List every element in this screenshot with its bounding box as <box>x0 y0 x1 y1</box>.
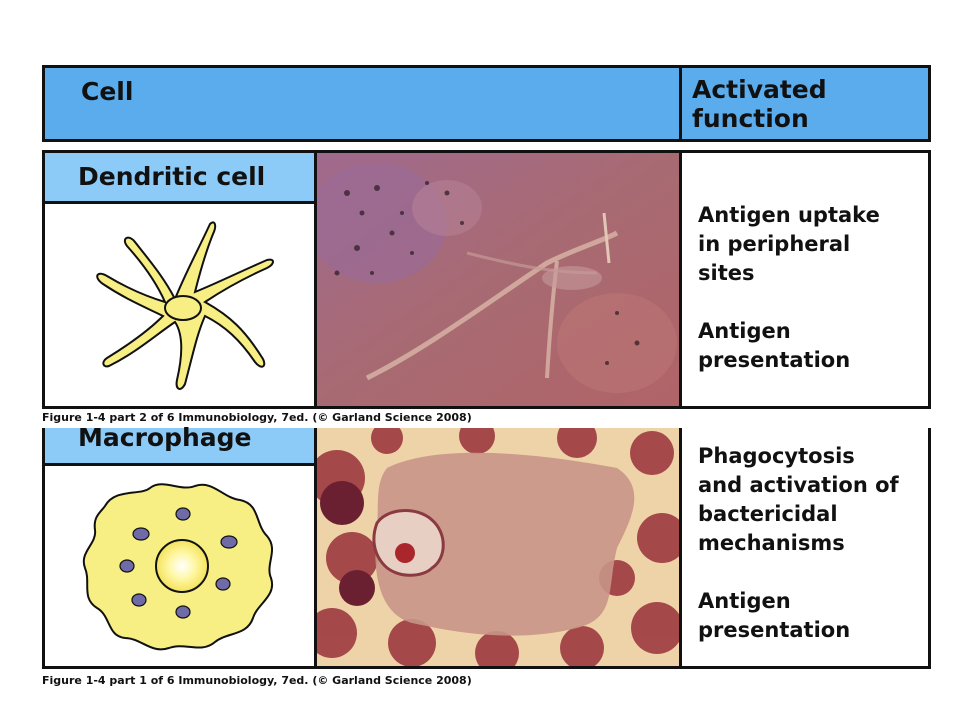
dendritic-cell-header: Dendritic cell <box>42 150 317 204</box>
macrophage-header: Macrophage <box>42 423 317 466</box>
cell-column-title: Cell <box>81 77 134 106</box>
macrophage-illustration <box>82 483 274 651</box>
macrophage-label: Macrophage <box>78 423 252 452</box>
function-column-title: Activated function <box>692 75 827 133</box>
dendritic-cell-illustration <box>96 221 274 390</box>
table-header-function: Activated function <box>679 65 931 142</box>
macrophage-function-panel: Phagocytosis and activation of bacterici… <box>679 428 931 669</box>
figure-caption-part-2: Figure 1-4 part 2 of 6 Immunobiology, 7e… <box>42 411 472 424</box>
figure-caption-part-1: Figure 1-4 part 1 of 6 Immunobiology, 7e… <box>42 674 472 687</box>
dendritic-function-text: Antigen uptake in peripheral sites Antig… <box>698 203 880 372</box>
table-header-cell: Cell <box>42 65 682 142</box>
macrophage-function-text: Phagocytosis and activation of bacterici… <box>698 444 899 642</box>
dendritic-nucleus <box>164 295 202 321</box>
dendritic-function-panel: Antigen uptake in peripheral sites Antig… <box>679 150 931 409</box>
macrophage-micrograph <box>314 428 682 669</box>
macrophage-drawing-panel <box>42 463 317 669</box>
macrophage-nucleus <box>155 539 209 593</box>
dendritic-cell-micrograph <box>314 150 682 409</box>
dendritic-cell-drawing-panel <box>42 201 317 409</box>
dendritic-cell-label: Dendritic cell <box>78 162 266 191</box>
